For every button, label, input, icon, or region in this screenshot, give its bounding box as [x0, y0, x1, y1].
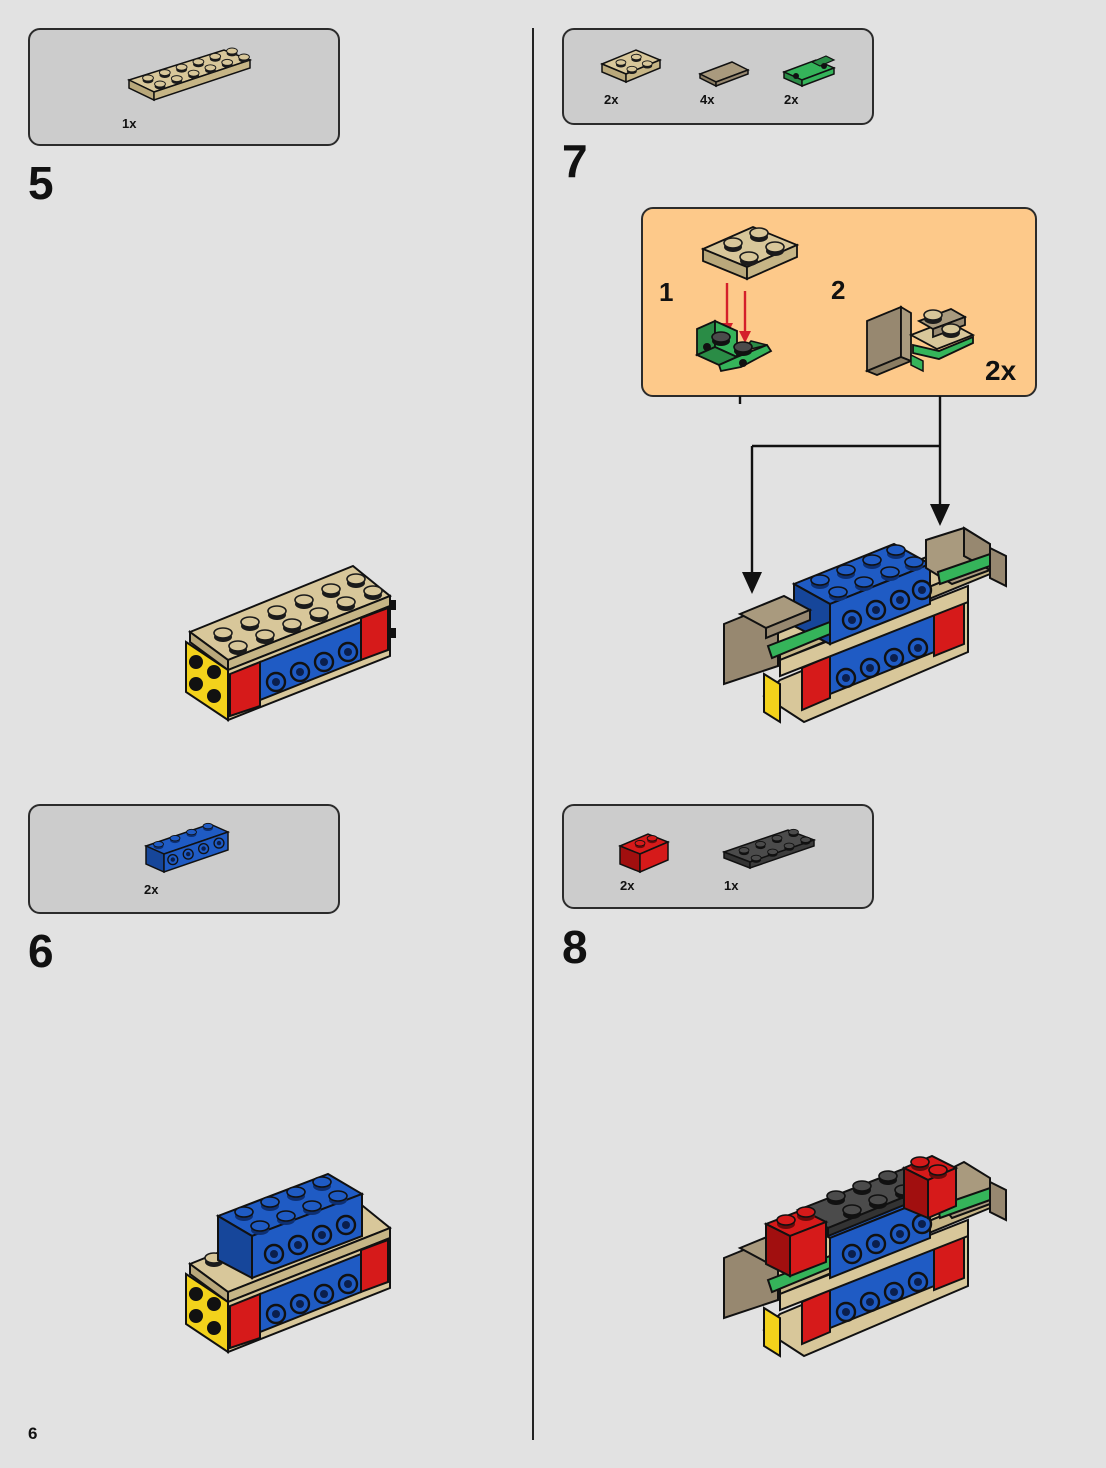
tan-plate-2x6-icon [124, 42, 254, 102]
part-qty: 2x [784, 92, 798, 107]
blue-technic-brick-1x4-icon [142, 820, 232, 876]
column-divider [532, 28, 534, 1440]
step-number: 8 [562, 924, 588, 970]
page-number: 6 [28, 1424, 37, 1444]
step-number: 5 [28, 160, 54, 206]
tan-plate-2x2-icon [600, 46, 664, 86]
step-number: 6 [28, 928, 54, 974]
sub-step-number: 2 [831, 275, 845, 306]
sub-assembly-multiplier: 2x [985, 355, 1016, 387]
parts-callout-step-6: 2x [28, 804, 340, 914]
step-8-model [720, 1150, 1010, 1360]
sub-assembly-box: 1 2 2x [641, 207, 1037, 397]
dark-tan-tile-1x2-icon [698, 60, 750, 88]
part-qty: 1x [122, 116, 136, 131]
dark-gray-plate-2x4-icon [722, 826, 818, 872]
sub-step-number: 1 [659, 277, 673, 308]
part-qty: 2x [144, 882, 158, 897]
step-number: 7 [562, 138, 588, 184]
red-brick-1x2-icon [618, 830, 672, 876]
part-qty: 1x [724, 878, 738, 893]
parts-callout-step-5: 1x [28, 28, 340, 146]
step-5-model [178, 558, 408, 728]
part-qty: 2x [604, 92, 618, 107]
sub-step-2-illustration [863, 295, 983, 390]
parts-callout-step-7: 2x 4x 2x [562, 28, 874, 125]
parts-callout-step-8: 2x 1x [562, 804, 874, 909]
green-bracket-icon [782, 54, 838, 90]
part-qty: 4x [700, 92, 714, 107]
part-qty: 2x [620, 878, 634, 893]
step-6-model [178, 1168, 408, 1360]
step-7-model [720, 526, 1010, 726]
sub-step-1-illustration [693, 221, 813, 386]
